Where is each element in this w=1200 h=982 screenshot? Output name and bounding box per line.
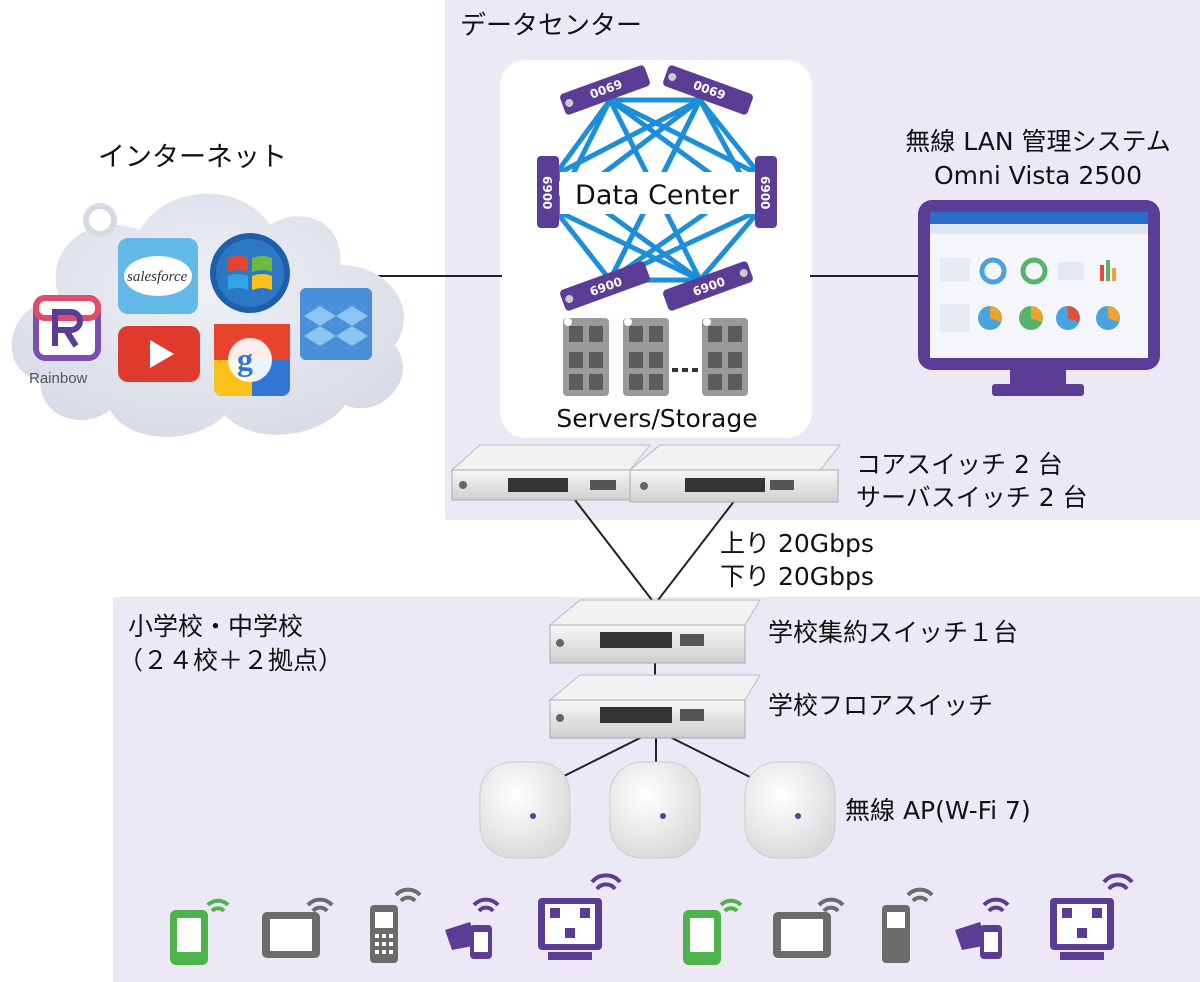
schools-count-label: （２４校＋２拠点） <box>118 646 344 675</box>
scanner-icon-2 <box>955 897 1010 959</box>
mgmt-product-label: Omni Vista 2500 <box>934 161 1142 190</box>
datacenter-switch-tags: 6900 6900 6900 6900 6900 6900 <box>537 65 777 311</box>
client-devices <box>170 873 1134 965</box>
tablet-icon-2 <box>773 897 845 958</box>
smartphone-icon <box>170 898 230 965</box>
servers-storage-icons <box>563 318 748 396</box>
windows-icon <box>210 233 290 313</box>
workstation-icon <box>538 873 622 960</box>
smartphone-icon-2 <box>683 898 743 965</box>
feature-phone-icon-2 <box>882 887 934 963</box>
server-switch-label: サーバスイッチ 2 台 <box>856 483 1088 512</box>
google-g: g <box>237 341 253 377</box>
downlink-label: 下り 20Gbps <box>720 562 874 591</box>
scanner-icon <box>445 897 500 959</box>
internet-cloud <box>11 193 404 437</box>
youtube-icon <box>118 326 200 382</box>
schools-label: 小学校・中学校 <box>128 612 304 641</box>
dropbox-icon <box>300 288 372 360</box>
switch-tag-4: 6900 <box>758 176 772 209</box>
salesforce-label: salesforce <box>127 269 188 285</box>
workstation-icon-2 <box>1050 873 1134 960</box>
wireless-ap-icons <box>479 761 836 859</box>
core-switch-left <box>450 444 652 501</box>
datacenter-title: Data Center <box>575 180 740 211</box>
feature-phone-icon <box>370 887 422 963</box>
internet-label: インターネット <box>98 142 287 173</box>
rainbow-app-icon: Rainbow <box>29 295 101 387</box>
school-aggregation-switch-icon <box>548 599 761 664</box>
switch-tag-3: 6900 <box>540 176 554 209</box>
salesforce-icon: salesforce <box>118 238 198 314</box>
wireless-ap-label: 無線 AP(W-Fi 7) <box>845 796 1031 825</box>
datacenter-label: データセンター <box>460 11 643 41</box>
core-switch-right <box>628 444 842 503</box>
core-switch-label: コアスイッチ 2 台 <box>856 450 1063 479</box>
floor-switch-label: 学校フロアスイッチ <box>768 691 994 720</box>
rainbow-label: Rainbow <box>29 370 88 387</box>
uplink-label: 上り 20Gbps <box>720 529 874 558</box>
google-icon: g <box>214 324 290 396</box>
school-floor-switch-icon <box>548 674 761 739</box>
mgmt-system-label: 無線 LAN 管理システム <box>905 127 1171 156</box>
aggregation-switch-label: 学校集約スイッチ１台 <box>768 618 1019 647</box>
tablet-icon <box>262 897 334 958</box>
servers-storage-label: Servers/Storage <box>556 404 757 433</box>
management-monitor-icon <box>918 200 1160 396</box>
